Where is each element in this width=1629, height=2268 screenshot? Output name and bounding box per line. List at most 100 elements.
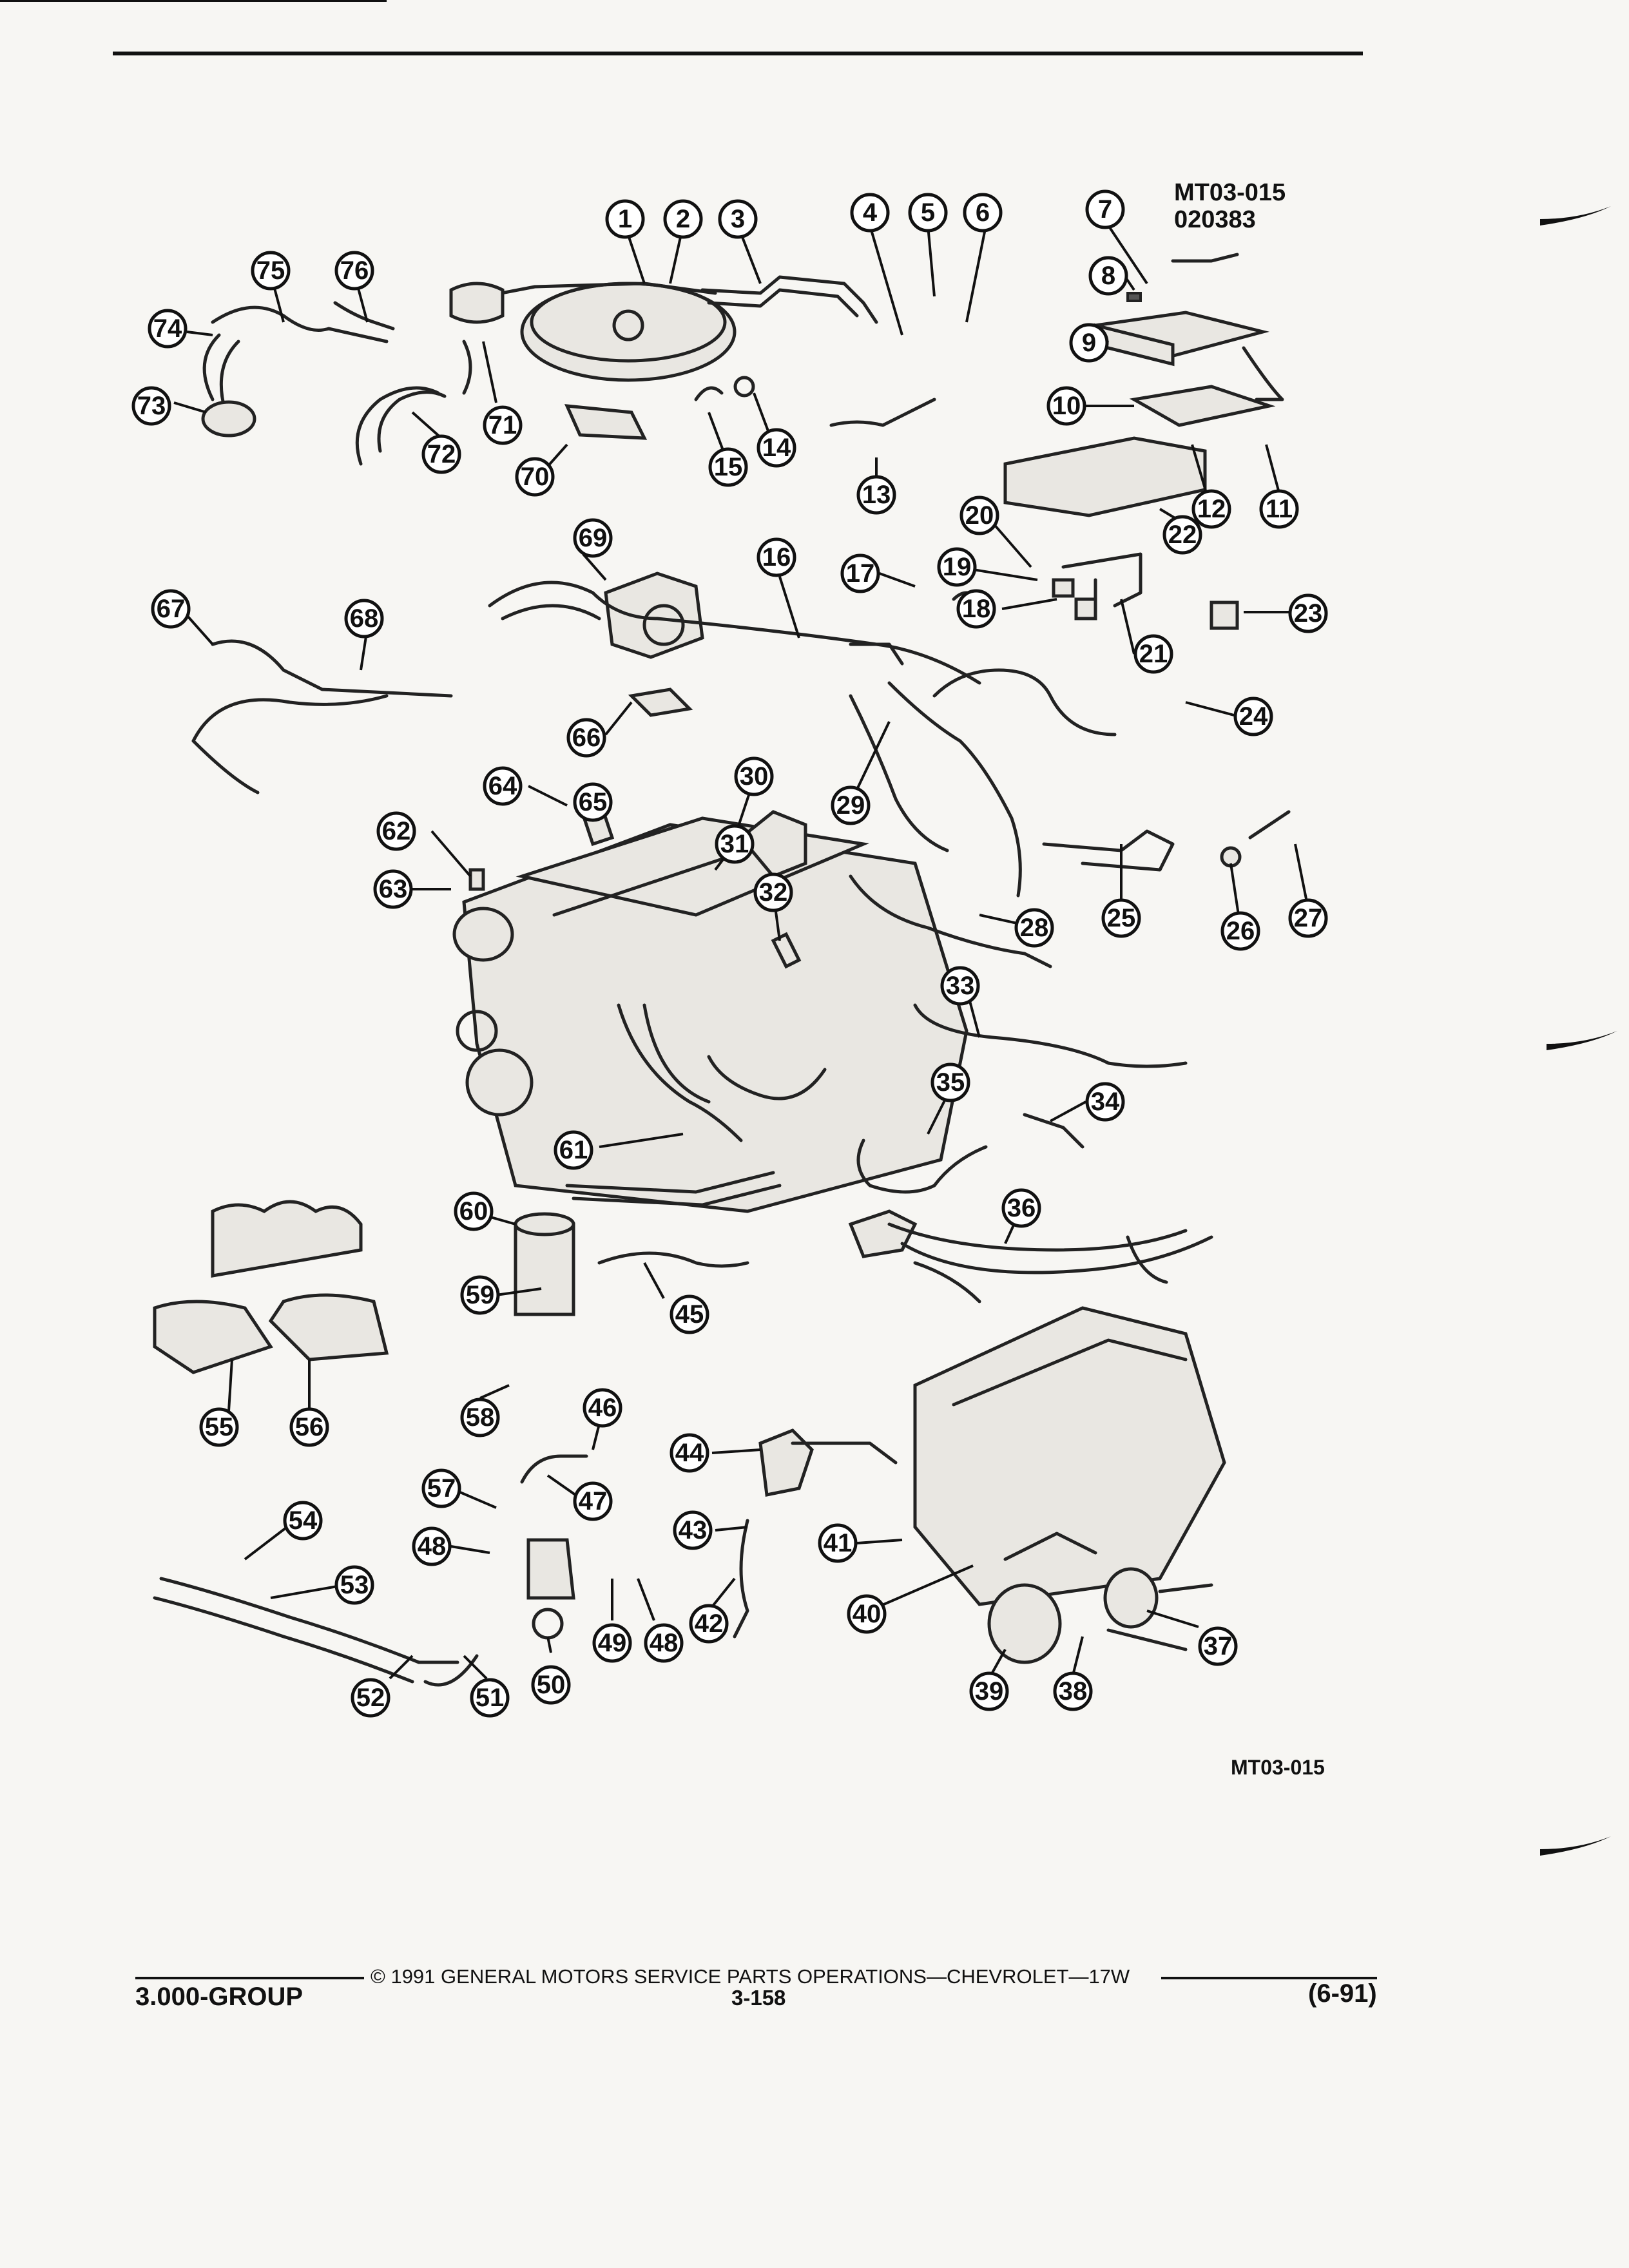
callout-circle xyxy=(289,1407,329,1447)
callout-55: 55 xyxy=(199,1407,239,1447)
callout-9: 9 xyxy=(1069,323,1109,363)
callout-circle xyxy=(421,1468,461,1508)
callout-10: 10 xyxy=(1046,386,1086,426)
callout-circle xyxy=(1288,898,1328,938)
callout-number: 58 xyxy=(466,1403,495,1432)
callout-number: 73 xyxy=(137,392,166,420)
callout-number: 2 xyxy=(676,205,690,233)
callout-circle xyxy=(663,199,703,239)
callout-38: 38 xyxy=(1053,1671,1093,1711)
callout-number: 26 xyxy=(1226,917,1255,945)
callout-36: 36 xyxy=(1001,1188,1041,1228)
callout-34: 34 xyxy=(1085,1082,1125,1122)
callout-24: 24 xyxy=(1233,697,1273,736)
callout-number: 76 xyxy=(340,256,369,285)
callout-circle xyxy=(460,1275,500,1315)
callout-75: 75 xyxy=(251,251,291,291)
callout-circle xyxy=(670,1294,709,1334)
callout-circle xyxy=(850,193,890,233)
callout-64: 64 xyxy=(483,766,523,806)
callout-circle xyxy=(573,782,613,822)
callout-circle xyxy=(708,447,748,487)
callout-circle xyxy=(1053,1671,1093,1711)
callout-circle xyxy=(753,872,793,912)
callout-73: 73 xyxy=(131,386,171,426)
callout-8: 8 xyxy=(1088,256,1128,296)
callout-circle xyxy=(412,1526,452,1566)
callout-number: 4 xyxy=(863,198,878,227)
callout-circle xyxy=(963,193,1003,233)
callout-number: 48 xyxy=(650,1629,679,1657)
callout-number: 70 xyxy=(521,463,550,491)
callout-20: 20 xyxy=(959,495,999,535)
callout-number: 59 xyxy=(466,1281,495,1309)
callout-67: 67 xyxy=(151,589,191,629)
callout-number: 67 xyxy=(157,595,186,623)
callout-65: 65 xyxy=(573,782,613,822)
callout-circle xyxy=(148,309,188,349)
callout-circle xyxy=(373,869,413,909)
callout-circle xyxy=(583,1388,622,1428)
callout-circle xyxy=(483,766,523,806)
callout-number: 21 xyxy=(1139,640,1168,668)
callout-number: 15 xyxy=(714,453,743,481)
callout-number: 16 xyxy=(762,543,791,572)
callout-number: 41 xyxy=(824,1529,853,1557)
callout-58: 58 xyxy=(460,1398,500,1437)
callout-circle xyxy=(199,1407,239,1447)
callout-57: 57 xyxy=(421,1468,461,1508)
callout-54: 54 xyxy=(283,1501,323,1541)
callout-circle xyxy=(283,1501,323,1541)
callout-number: 6 xyxy=(976,198,990,227)
callout-circle xyxy=(1288,593,1328,633)
callout-number: 35 xyxy=(936,1068,965,1097)
callout-number: 8 xyxy=(1101,262,1115,290)
callout-circle xyxy=(421,434,461,474)
callout-circle xyxy=(689,1604,729,1644)
callout-number: 52 xyxy=(356,1684,385,1712)
footer-revision: (6-91) xyxy=(1308,1979,1377,2008)
callout-number: 47 xyxy=(579,1487,608,1515)
callout-circle xyxy=(818,1523,858,1563)
footer-rule-left xyxy=(135,1977,364,1979)
callout-number: 61 xyxy=(559,1136,588,1164)
callout-number: 44 xyxy=(675,1439,704,1467)
callout-72: 72 xyxy=(421,434,461,474)
callout-circle xyxy=(566,718,606,758)
callout-circle xyxy=(1101,898,1141,938)
callout-number: 37 xyxy=(1204,1632,1233,1660)
callout-number: 40 xyxy=(853,1600,882,1628)
callout-circle xyxy=(673,1510,713,1550)
callout-28: 28 xyxy=(1014,908,1054,948)
callout-circle xyxy=(1133,634,1173,674)
callout-number: 56 xyxy=(295,1413,324,1441)
callout-59: 59 xyxy=(460,1275,500,1315)
callout-number: 43 xyxy=(679,1516,708,1544)
callout-number: 60 xyxy=(459,1197,488,1225)
callout-number: 49 xyxy=(598,1629,627,1657)
callout-circle xyxy=(251,251,291,291)
callout-48: 48 xyxy=(412,1526,452,1566)
callout-74: 74 xyxy=(148,309,188,349)
callout-2: 2 xyxy=(663,199,703,239)
callout-45: 45 xyxy=(670,1294,709,1334)
callout-number: 7 xyxy=(1098,195,1112,224)
callout-60: 60 xyxy=(454,1191,494,1231)
callout-39: 39 xyxy=(969,1671,1009,1711)
callout-number: 13 xyxy=(862,481,891,509)
callout-number: 25 xyxy=(1107,904,1136,932)
callout-number: 54 xyxy=(289,1506,318,1535)
callout-number: 66 xyxy=(572,724,601,752)
callout-number: 42 xyxy=(695,1610,724,1638)
callout-circle xyxy=(531,1665,571,1705)
callout-22: 22 xyxy=(1162,515,1202,555)
callout-circle xyxy=(715,824,755,864)
callout-circle xyxy=(1191,489,1231,529)
callout-number: 65 xyxy=(579,788,608,816)
callout-12: 12 xyxy=(1191,489,1231,529)
callout-3: 3 xyxy=(718,199,758,239)
callout-circle xyxy=(940,966,980,1006)
callout-circle xyxy=(131,386,171,426)
callout-5: 5 xyxy=(908,193,948,233)
callout-number: 10 xyxy=(1052,392,1081,420)
